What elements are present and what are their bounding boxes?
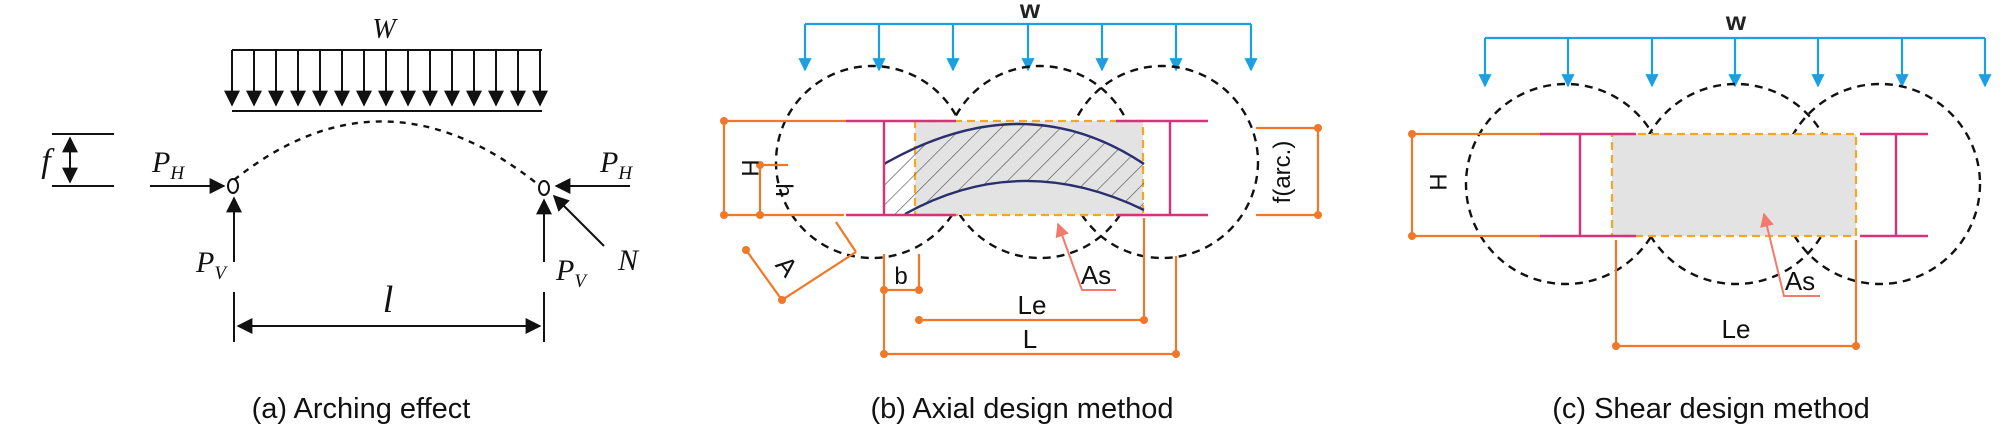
span-dimension — [233, 292, 545, 342]
eff-length-b-label: Le — [1018, 290, 1047, 320]
force-PH-left-sub: H — [169, 163, 185, 184]
force-N-label: N — [617, 244, 640, 277]
dimensions-c — [1410, 132, 1858, 348]
distributed-load-w-c — [1478, 36, 1992, 88]
svg-text:PH: PH — [151, 146, 185, 184]
arch-upper-curve — [883, 122, 1145, 166]
flanges-b — [846, 119, 1208, 217]
height-H-b-label: H — [736, 159, 763, 176]
eff-length-c-label: Le — [1722, 314, 1751, 344]
force-PH-right-sub: H — [617, 163, 633, 184]
dimension-dots-b — [720, 117, 1322, 358]
force-PH-left-label: P — [151, 146, 170, 179]
svg-text:PH: PH — [599, 146, 633, 184]
force-N-arrow — [552, 194, 605, 247]
area-As-b-label: As — [1081, 260, 1111, 290]
flanges-c — [1540, 132, 1928, 238]
svg-text:PV: PV — [195, 246, 228, 284]
hinge-right — [538, 180, 550, 196]
effective-area-c — [1610, 132, 1858, 238]
caption-b: (b) Axial design method — [870, 393, 1173, 424]
force-PV-left-sub: V — [214, 263, 228, 284]
force-PV-right-sub: V — [574, 271, 588, 292]
distributed-load-w-b — [798, 22, 1258, 72]
distributed-load-W — [224, 49, 548, 112]
arc-rise-label: f(arc.) — [1269, 141, 1296, 204]
area-As-c-label: As — [1785, 266, 1815, 296]
arch-lower-curve — [904, 179, 1145, 216]
panel-b-axial-design: w — [720, 0, 1322, 424]
span-l-label: l — [383, 279, 394, 321]
height-h-label: h — [770, 183, 797, 196]
caption-c: (c) Shear design method — [1552, 393, 1870, 424]
load-w-b-label: w — [1019, 0, 1041, 24]
force-PV-right-label: P — [555, 254, 574, 287]
height-H-c-label: H — [1424, 173, 1451, 190]
load-w-c-label: w — [1725, 6, 1747, 36]
area-leader-b — [1055, 222, 1116, 291]
hinge-left — [227, 178, 239, 194]
force-PV-left-label: P — [195, 246, 214, 279]
width-b-label: b — [894, 263, 907, 290]
area-leader-c — [1760, 212, 1820, 297]
angle-A-label: A — [770, 250, 805, 283]
rise-dimension — [52, 133, 114, 187]
length-L-label: L — [1023, 324, 1037, 354]
svg-text:PV: PV — [555, 254, 588, 292]
force-PH-right-label: P — [599, 146, 618, 179]
arch-curve — [233, 120, 541, 187]
rise-f-label: f — [41, 143, 55, 180]
load-W-label: W — [372, 14, 398, 45]
caption-a: (a) Arching effect — [252, 393, 471, 424]
dimension-dots-c — [1408, 130, 1860, 350]
panel-c-shear-design: w H Le As (c — [1408, 6, 1992, 424]
arch-band-hatched — [884, 124, 1144, 214]
panel-a-arching-effect: W f PH PH PV PV N l (a) Arching effect — [41, 14, 640, 424]
